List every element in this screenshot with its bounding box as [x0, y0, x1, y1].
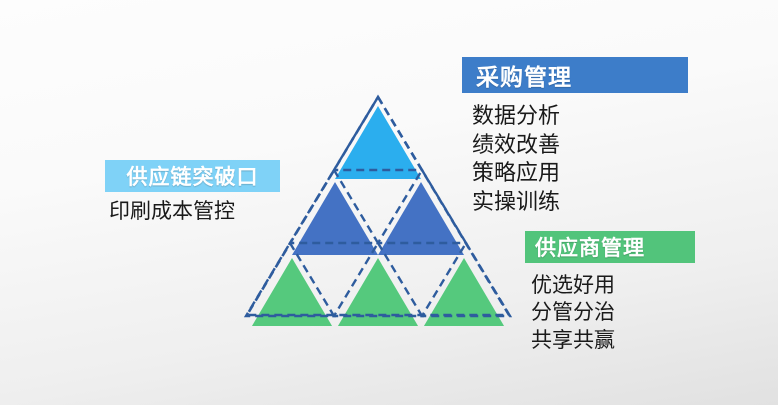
pyramid-cell-r3c3 — [423, 258, 505, 326]
pyramid-outline-r3c3 — [419, 240, 513, 318]
pyramid-outline-r3c1 — [243, 240, 337, 318]
supply-chain-title-bar: 供应链突破口 — [105, 160, 280, 192]
suppliers-title-bar: 供应商管理 — [525, 231, 695, 263]
pyramid-svg — [243, 94, 513, 326]
pyramid-cell-r3c1 — [251, 258, 333, 326]
pyramid-outline-r1c1 — [331, 94, 425, 172]
pyramid-cell-r2c1 — [292, 182, 378, 255]
purchasing-title-text: 采购管理 — [476, 64, 572, 90]
suppliers-body: 优选好用 分管分治 共享共赢 — [531, 274, 615, 352]
pyramid-diagram — [238, 86, 518, 326]
pyramid-outline — [244, 94, 512, 317]
purchasing-body: 数据分析 绩效改善 策略应用 实操训练 — [472, 103, 561, 214]
purchasing-title-bar: 采购管理 — [462, 57, 688, 93]
pyramid-cell-r3c2 — [337, 258, 419, 326]
supply-chain-title-text: 供应链突破口 — [126, 166, 259, 189]
pyramid-cell-r2c2 — [378, 182, 464, 255]
supply-chain-body: 印刷成本管控 — [109, 200, 235, 223]
pyramid-outline-r2c2 — [375, 167, 469, 245]
suppliers-title-text: 供应商管理 — [535, 237, 645, 260]
pyramid-outline-r2c1 — [287, 167, 381, 245]
pyramid-cell-r1c1 — [335, 106, 421, 179]
pyramid-outline-r3c2 — [331, 240, 425, 318]
